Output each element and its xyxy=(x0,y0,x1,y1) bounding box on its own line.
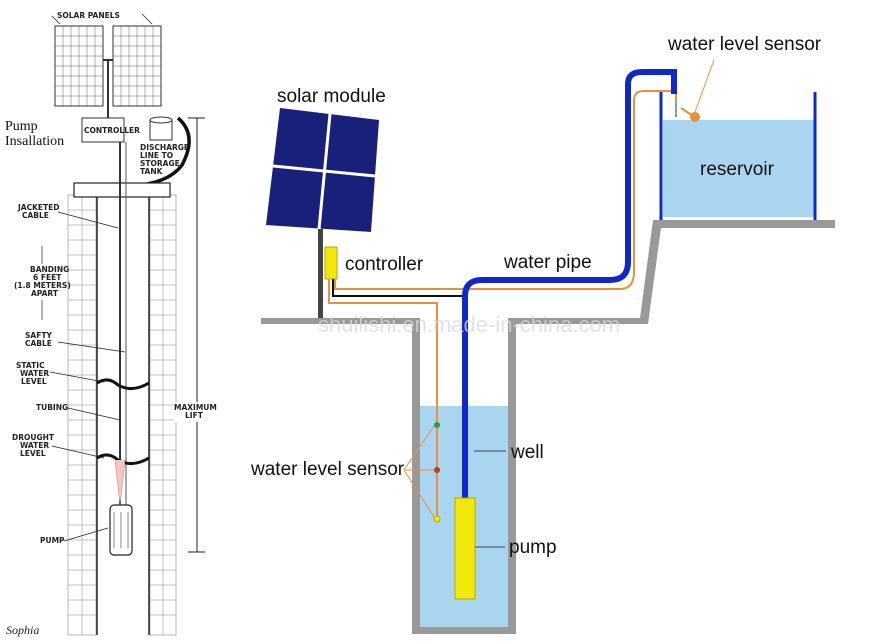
safty-leader xyxy=(57,341,126,353)
solar-module-pole xyxy=(318,229,323,318)
controller-label-left: CONTROLLER xyxy=(84,126,140,135)
discharge-label: DISCHARGE LINE TO STORAGE TANK xyxy=(140,143,192,176)
water-level-sensor-top-label: water level sensor xyxy=(667,34,822,55)
static-leader xyxy=(49,371,105,383)
well-cap xyxy=(73,182,171,198)
pump-cone xyxy=(114,459,126,506)
solar-panels-title: SOLAR PANELS xyxy=(57,11,120,20)
sensor-probe-low xyxy=(433,515,441,523)
controller-box xyxy=(324,246,338,280)
well-label: well xyxy=(510,442,544,463)
heading-insallation: Insallation xyxy=(5,134,64,149)
controller-label: controller xyxy=(345,254,424,275)
drought-water-label: DROUGHT WATER LEVEL xyxy=(12,433,57,458)
pump-label-left: PUMP xyxy=(40,536,65,545)
static-water-level-line xyxy=(96,378,150,390)
heading-pump: Pump xyxy=(5,119,38,134)
storage-tank-icon xyxy=(149,116,173,141)
static-water-label: STATIC WATER LEVEL xyxy=(16,361,52,386)
solar-module-label: solar module xyxy=(277,86,386,107)
well-brick-lines xyxy=(68,195,176,635)
title-arrow-left xyxy=(51,15,61,25)
pump-leader-left xyxy=(63,527,109,542)
safty-cable-label: SAFTY CABLE xyxy=(25,331,55,348)
max-lift-label: MAXIMUM LIFT xyxy=(174,403,219,420)
well-brick-pattern xyxy=(67,194,177,636)
drought-leader xyxy=(51,445,105,459)
water-level-sensor-left-label: water level sensor xyxy=(250,459,405,480)
reservoir-sensor xyxy=(675,104,700,122)
solar-panels-left xyxy=(54,25,162,118)
tubing-leader xyxy=(67,407,121,421)
title-arrow-right xyxy=(141,13,153,25)
controller-box-left xyxy=(81,117,125,143)
left-sensor-leaders xyxy=(403,425,435,518)
pump-left-icon xyxy=(109,504,133,556)
right-system-diagram: solar module controller water pipe water… xyxy=(250,34,835,634)
reservoir-water xyxy=(663,120,815,217)
top-sensor-leader xyxy=(694,59,715,113)
left-installation-diagram: SOLAR PANELS CONTROLLER DISCHARGE LINE T… xyxy=(5,11,220,637)
orange-sensor-cable xyxy=(328,279,438,522)
sensor-probe-mid xyxy=(434,467,440,473)
sensor-probe-high xyxy=(434,422,440,428)
jacketed-cable-label: JACKETED CABLE xyxy=(17,203,62,220)
ground-profile xyxy=(261,220,835,634)
water-pipe-label: water pipe xyxy=(503,252,592,273)
tubing-label: TUBING xyxy=(36,403,68,412)
watermark: shuilishi.en.made-in-china.com xyxy=(318,312,620,337)
banding-label: BANDING 6 FEET (1.8 METERS) APART xyxy=(14,265,73,298)
water-pipe xyxy=(462,69,677,500)
orange-reservoir-cable xyxy=(334,90,677,290)
pump-label: pump xyxy=(509,537,557,558)
jacketed-leader xyxy=(57,211,119,229)
solar-module-icon xyxy=(266,108,379,232)
max-lift-label-bg xyxy=(174,402,220,422)
reservoir-label: reservoir xyxy=(700,159,775,180)
pump-body xyxy=(454,497,476,600)
signature-sophia: Sophia xyxy=(6,623,39,637)
